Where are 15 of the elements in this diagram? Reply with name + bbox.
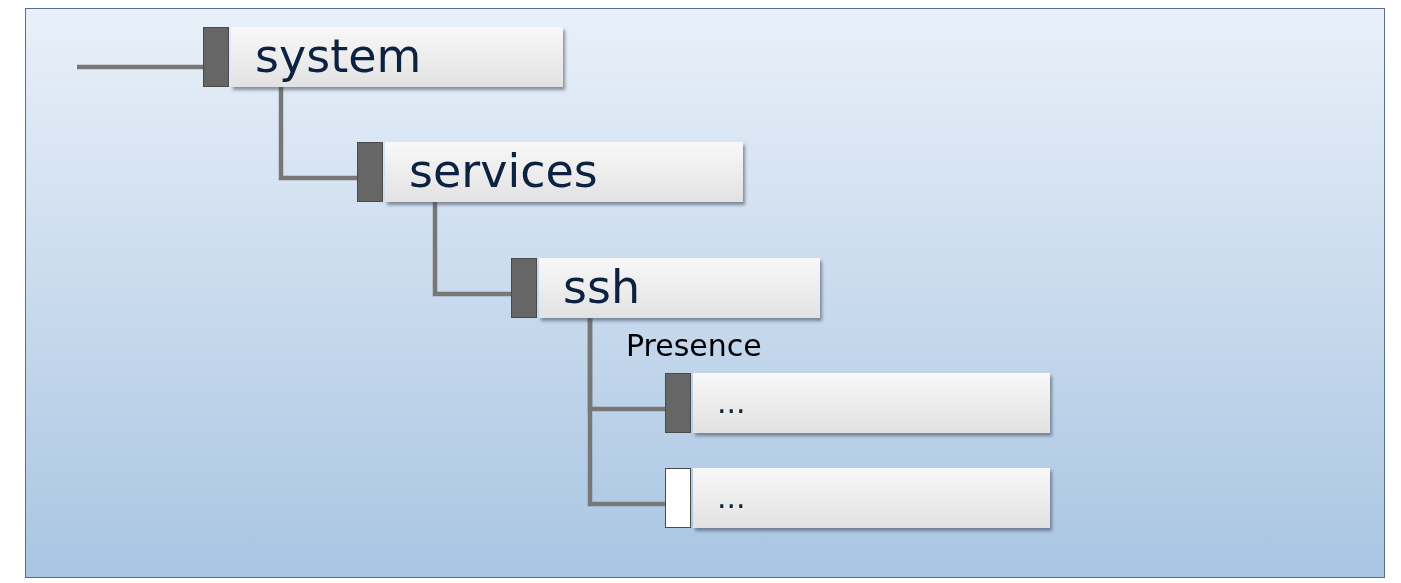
node-label: services <box>409 144 598 199</box>
tree-node-box <box>665 468 1050 528</box>
node-label: ssh <box>563 260 641 315</box>
node-label: ... <box>717 385 746 420</box>
tree-node-box <box>665 373 1050 433</box>
connector-line <box>432 202 511 297</box>
node-label: system <box>255 29 422 84</box>
connector-line <box>587 318 665 507</box>
node-annotation: Presence <box>626 328 762 363</box>
node-label: ... <box>717 480 746 515</box>
tree-node-box <box>357 142 743 202</box>
connector-line <box>77 64 203 70</box>
tree-node-box <box>203 27 563 87</box>
connector-line <box>278 87 357 181</box>
tree-node-box <box>511 258 820 318</box>
